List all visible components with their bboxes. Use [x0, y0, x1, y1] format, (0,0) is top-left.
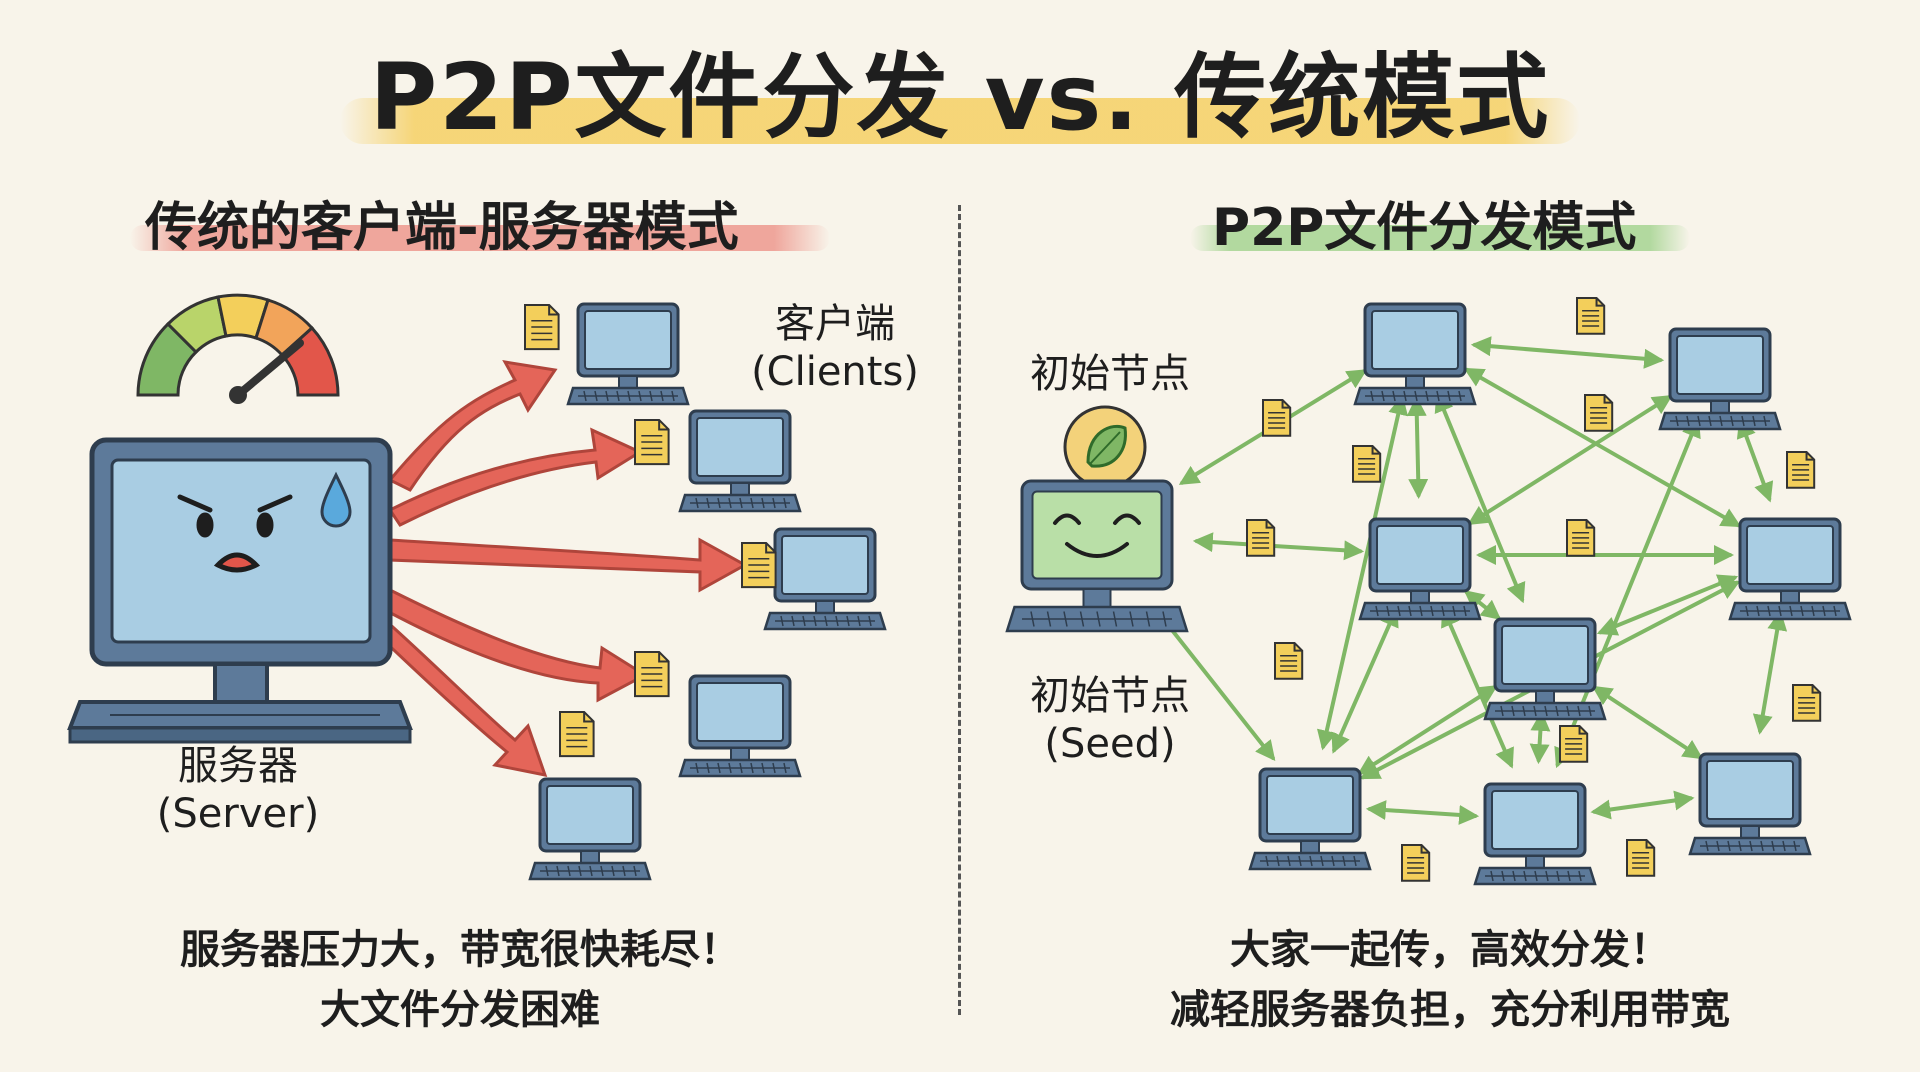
title-block: P2P文件分发 vs. 传统模式 — [0, 38, 1920, 158]
client-computer-icon — [528, 777, 652, 881]
server-computer-icon — [67, 437, 413, 744]
document-icon — [741, 542, 777, 589]
right-caption-line1: 大家一起传，高效分发！ — [1230, 927, 1670, 973]
left-heading-highlight — [130, 225, 830, 251]
document-icon — [1792, 684, 1822, 722]
document-icon — [1401, 844, 1431, 882]
document-icon — [1566, 519, 1596, 557]
sweat-drop-icon — [320, 471, 352, 528]
left-caption: 服务器压力大，带宽很快耗尽！ 大文件分发困难 — [130, 920, 790, 1040]
clients-label-en: (Clients) — [751, 349, 919, 395]
right-caption-line2: 减轻服务器负担，充分利用带宽 — [1170, 987, 1730, 1033]
document-icon — [1274, 642, 1304, 680]
document-icon — [1559, 725, 1589, 763]
peer-transfer-arrow — [1406, 395, 1429, 500]
document-icon — [1576, 297, 1606, 335]
title-highlight — [340, 98, 1580, 144]
peer-computer-icon — [1688, 752, 1812, 856]
document-icon — [1262, 399, 1292, 437]
left-heading: 传统的客户端-服务器模式 — [145, 198, 739, 258]
peer-computer-icon — [1353, 302, 1477, 406]
peer-transfer-arrow — [1365, 800, 1480, 825]
document-icon — [1246, 519, 1276, 557]
peer-computer-icon — [1248, 767, 1372, 871]
document-icon — [1584, 394, 1614, 432]
document-icon — [1786, 451, 1816, 489]
clients-label-cn: 客户端 — [775, 301, 895, 347]
right-caption: 大家一起传，高效分发！ 减轻服务器负担，充分利用带宽 — [1110, 920, 1790, 1040]
peer-transfer-arrow — [1463, 367, 1742, 528]
client-computer-icon — [566, 302, 690, 406]
peer-transfer-arrow — [1591, 685, 1704, 760]
main-title: P2P文件分发 vs. 传统模式 — [369, 44, 1551, 151]
peer-computer-icon — [1483, 617, 1607, 721]
seed-label-top: 初始节点 — [1030, 351, 1190, 397]
seed-label-cn: 初始节点 — [1030, 673, 1190, 719]
right-heading: P2P文件分发模式 — [1212, 198, 1637, 258]
peer-transfer-arrow — [1357, 685, 1498, 775]
seed-computer-icon — [1005, 479, 1189, 633]
peer-transfer-arrow — [1470, 336, 1665, 369]
peer-transfer-arrow — [1467, 394, 1673, 526]
peer-computer-icon — [1658, 327, 1782, 431]
clients-label: 客户端 (Clients) — [745, 300, 925, 396]
left-caption-line2: 大文件分发困难 — [320, 987, 600, 1033]
seed-label-en: (Seed) — [1044, 721, 1176, 767]
document-icon — [1626, 839, 1656, 877]
peer-transfer-arrow — [1590, 790, 1695, 820]
peer-transfer-arrow — [1156, 610, 1276, 762]
seed-label: 初始节点 (Seed) — [1010, 672, 1210, 768]
panel-divider — [958, 205, 961, 1015]
server-label: 服务器 (Server) — [148, 742, 328, 838]
document-icon — [524, 304, 560, 351]
speed-gauge-icon — [136, 293, 340, 404]
peer-computer-icon — [1728, 517, 1852, 621]
leaf-bubble-icon — [1063, 405, 1147, 510]
peer-computer-icon — [1358, 517, 1482, 621]
document-icon — [1352, 445, 1382, 483]
server-upload-arrows — [376, 360, 749, 777]
peer-computer-icon — [1473, 782, 1597, 886]
client-computer-icon — [678, 409, 802, 513]
document-icon — [634, 419, 670, 466]
peer-transfer-arrow — [1529, 710, 1551, 765]
right-heading-highlight — [1190, 225, 1690, 251]
peer-transfer-arrow — [1736, 417, 1774, 503]
document-icon — [559, 711, 595, 758]
worried-face — [177, 494, 293, 573]
document-icon — [634, 651, 670, 698]
peer-transfer-arrow — [1192, 532, 1365, 561]
left-caption-line1: 服务器压力大，带宽很快耗尽！ — [180, 927, 740, 973]
peer-transfer-arrow — [1331, 606, 1399, 754]
client-computer-icon — [763, 527, 887, 631]
peer-transfer-arrow — [1752, 610, 1788, 735]
client-computer-icon — [678, 674, 802, 778]
happy-face — [1053, 513, 1141, 558]
server-label-cn: 服务器 — [178, 743, 298, 789]
server-label-en: (Server) — [156, 791, 320, 837]
